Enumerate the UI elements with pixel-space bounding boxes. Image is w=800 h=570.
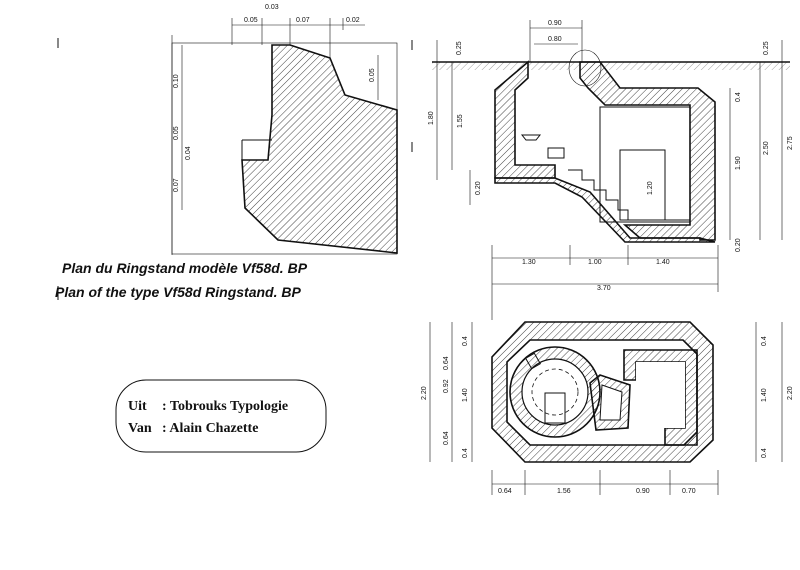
dim-label: 1.00: [588, 259, 602, 266]
source-key-1: Uit: [128, 399, 147, 414]
plan-ring-dashed: [531, 368, 579, 416]
dim-label: 0.25: [456, 41, 463, 55]
detail-wall-section: [241, 44, 398, 254]
caption-french: Plan du Ringstand modèle Vf58d. BP: [62, 260, 308, 276]
section-room-inner: [619, 149, 666, 221]
dim-label: 0.03: [265, 4, 279, 11]
dim-label: 2.20: [421, 386, 428, 400]
dim-label: 0.05: [244, 17, 258, 24]
source-value-1: : Tobrouks Typologie: [162, 399, 288, 414]
dim-label: 1.90: [735, 156, 742, 170]
dim-label: 1.55: [457, 114, 464, 128]
plan-outer-wall: [491, 321, 714, 463]
section-room: [599, 106, 691, 223]
dim-label: 0.80: [548, 36, 562, 43]
plan-hatch: [544, 392, 566, 424]
dim-label: 0.90: [548, 20, 562, 27]
dim-label: 0.02: [346, 17, 360, 24]
dim-label: 0.4: [462, 336, 469, 346]
dim-label: 0.25: [763, 41, 770, 55]
section-gun-mount: [520, 134, 542, 141]
dim-label: 0.4: [761, 448, 768, 458]
dim-label: 0.90: [636, 488, 650, 495]
dim-label: 2.50: [763, 141, 770, 155]
detail-drawing: 0.05 0.03 0.07 0.02 0.10 0.05 0.04 0.07 …: [171, 4, 398, 255]
dim-label: 1.56: [557, 488, 571, 495]
section-drawing: 0.90 0.80 0.25 1.80 1.55 0.20 0.25 0.4 1…: [428, 20, 794, 320]
dim-label: 0.64: [443, 356, 450, 370]
section-stairs: [568, 169, 690, 221]
dim-label: 3.70: [597, 285, 611, 292]
dim-label: 0.07: [173, 178, 180, 192]
section-wall-left: [494, 60, 556, 179]
source-key-2: Van: [128, 421, 152, 436]
dim-label: 1.40: [462, 388, 469, 402]
dim-label: 0.64: [498, 488, 512, 495]
dim-label: 2.20: [787, 386, 794, 400]
dim-label: 1.40: [761, 388, 768, 402]
dim-label: 0.05: [369, 68, 376, 82]
dim-label: 1.30: [522, 259, 536, 266]
caption-english: Plan of the type Vf58d Ringstand. BP: [55, 284, 301, 300]
dim-label: 0.92: [443, 379, 450, 393]
dim-label: 0.20: [735, 238, 742, 252]
dim-label: 0.64: [443, 431, 450, 445]
dim-label: 0.4: [462, 448, 469, 458]
dim-label: 1.40: [656, 259, 670, 266]
dim-label: 1.80: [428, 111, 435, 125]
dim-label: 0.07: [296, 17, 310, 24]
detail-callout-circle: [568, 49, 602, 87]
dim-label: 2.75: [787, 136, 794, 150]
dim-label: 1.20: [647, 181, 654, 195]
dim-label: 0.4: [735, 92, 742, 102]
section-floor: [494, 177, 716, 243]
dim-label: 0.05: [173, 126, 180, 140]
dim-label: 0.10: [173, 74, 180, 88]
plan-drawing: 0.64 0.4 2.20 0.92 1.40 0.64 0.4 0.4 1.4…: [421, 321, 794, 495]
dim-label: 0.20: [475, 181, 482, 195]
section-step-block: [547, 147, 565, 159]
dim-label: 0.4: [761, 336, 768, 346]
dim-label: 0.70: [682, 488, 696, 495]
source-box: Uit : Tobrouks Typologie Van : Alain Cha…: [115, 379, 327, 453]
source-value-2: : Alain Chazette: [162, 421, 258, 436]
source-box-outline: [115, 379, 327, 453]
dim-label: 0.04: [185, 146, 192, 160]
